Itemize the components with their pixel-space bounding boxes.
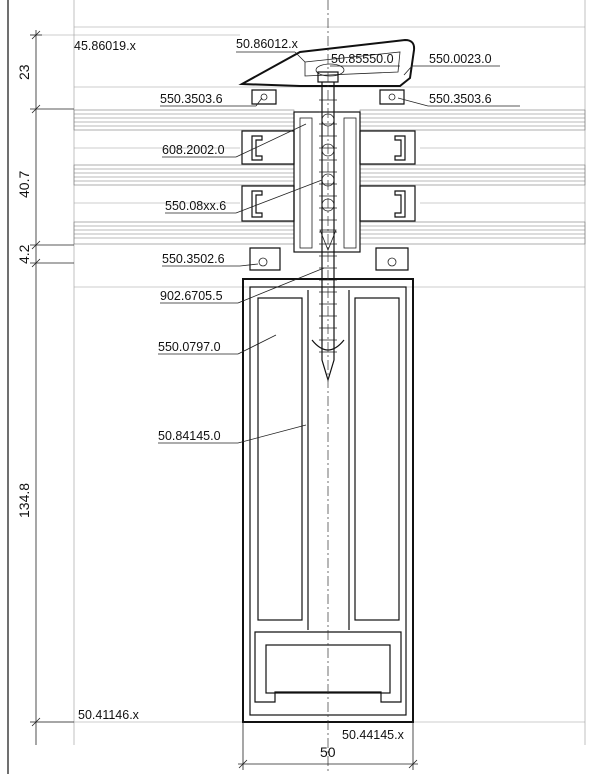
label-screw-seal: 550.08xx.6: [165, 199, 226, 213]
label-cover-inner: 50.85550.0: [331, 52, 394, 66]
leader-lines: [158, 51, 520, 444]
label-insulator: 608.2002.0: [162, 143, 225, 157]
dimension-values: 23 40.7 4.2 134.8 50: [16, 64, 336, 760]
label-insulation-fill: 550.0797.0: [158, 340, 221, 354]
dim-vertical-4: 134.8: [16, 483, 32, 518]
dim-vertical-3: 4.2: [16, 244, 32, 264]
label-inner-gasket-left: 550.3502.6: [162, 252, 225, 266]
label-outer-gasket-left: 550.3503.6: [160, 92, 223, 106]
label-cover-cap: 50.86012.x: [236, 37, 299, 51]
left-pane-group: [73, 109, 295, 245]
horizontal-dimension: [238, 722, 418, 770]
right-pane-group: [359, 109, 586, 245]
edge-spacers: [241, 130, 416, 222]
label-screw: 902.6705.5: [160, 289, 223, 303]
label-bottom-left: 50.41146.x: [78, 708, 140, 722]
dim-vertical-2: 40.7: [16, 171, 32, 198]
cover-cap: [238, 38, 416, 105]
glass-panes: [73, 86, 586, 288]
dim-horizontal: 50: [320, 744, 336, 760]
label-outer-gasket-right: 550.3503.6: [429, 92, 492, 106]
label-mullion: 50.84145.0: [158, 429, 221, 443]
label-top-left: 45.86019.x: [74, 39, 137, 53]
drawing-border: [7, 0, 586, 774]
insulator-block: [293, 111, 361, 253]
vertical-dimension-chain: [30, 30, 74, 745]
dim-vertical-1: 23: [16, 64, 32, 80]
label-gasket-top-right: 550.0023.0: [429, 52, 492, 66]
inner-gaskets: [249, 247, 409, 271]
part-labels: 45.86019.x 50.86012.x 50.85550.0 550.002…: [74, 37, 492, 742]
label-bottom-right: 50.44145.x: [342, 728, 405, 742]
